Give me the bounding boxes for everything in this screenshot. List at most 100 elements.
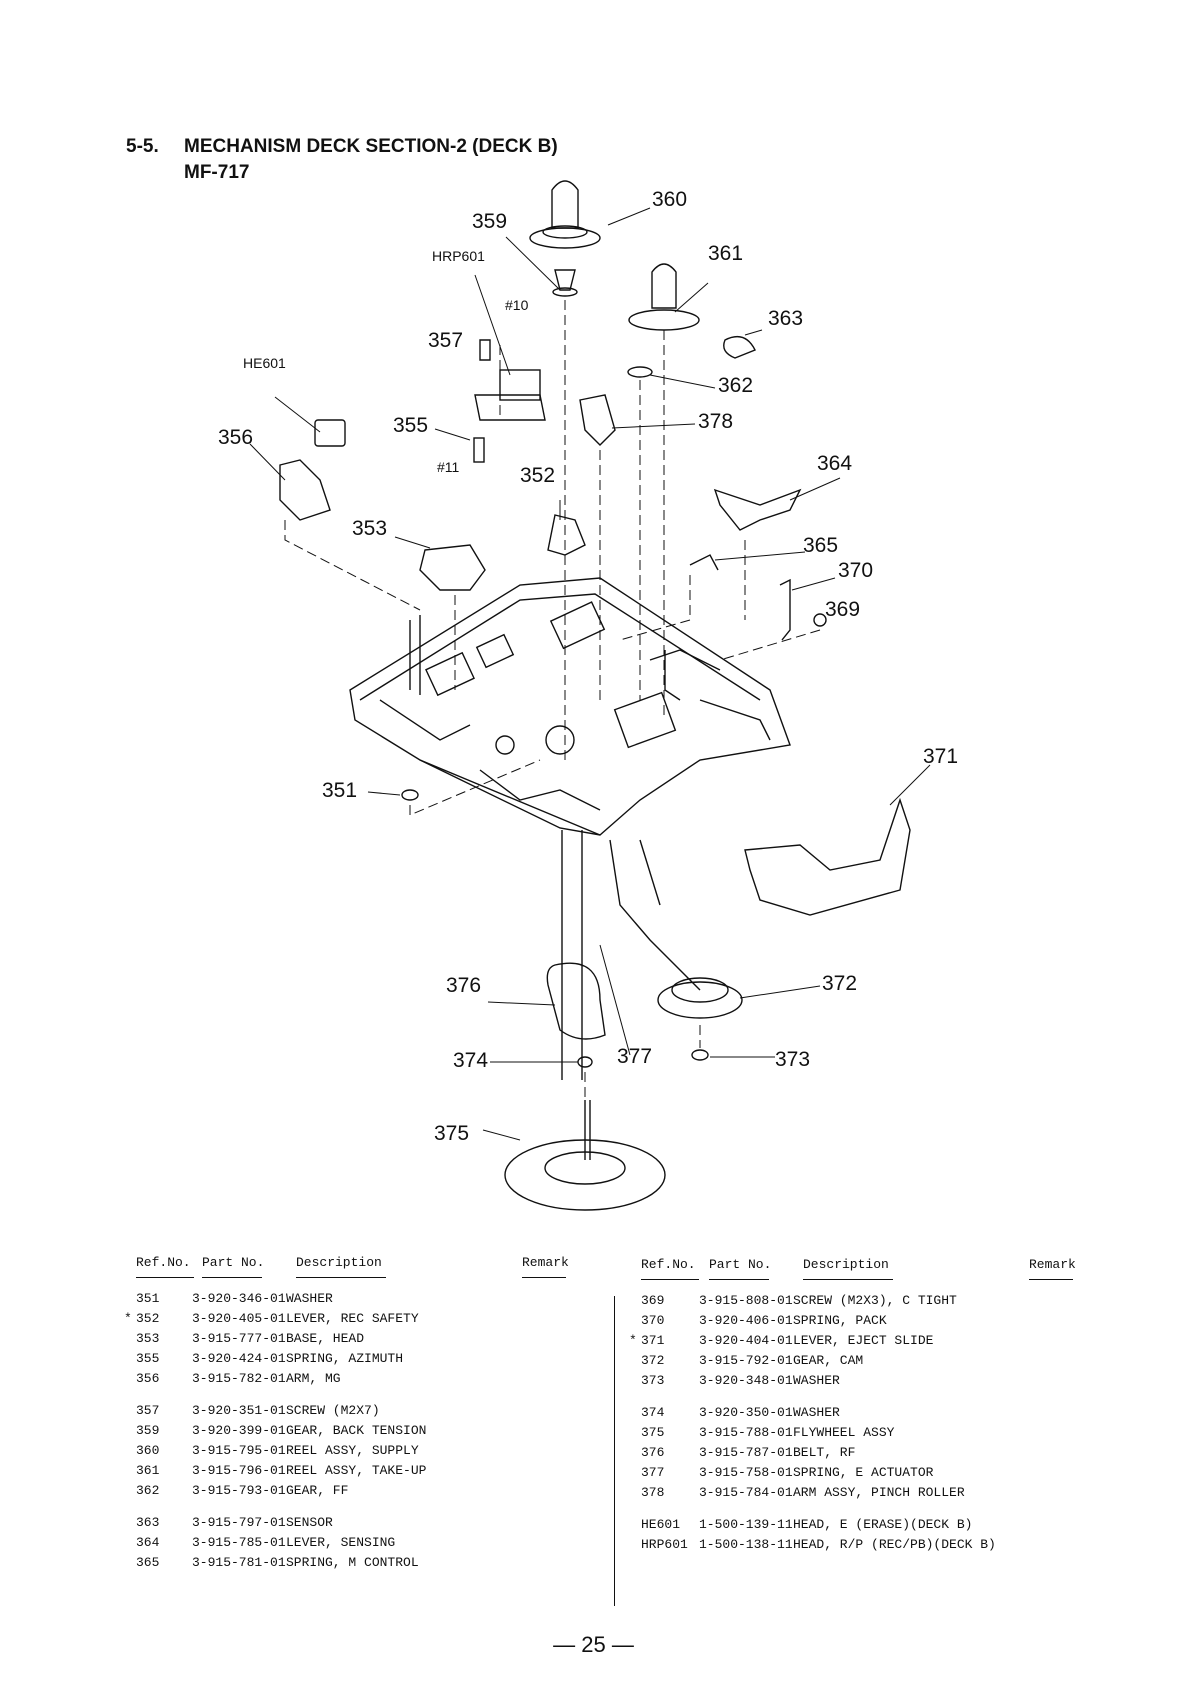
- header-ref: Ref.No.: [641, 1257, 696, 1272]
- ref-number: HE601: [641, 1517, 681, 1532]
- callout-hrp601: HRP601: [432, 248, 485, 264]
- sensor-363: [723, 336, 756, 359]
- chassis-outline: [349, 577, 791, 836]
- part-description: SPRING, M CONTROL: [286, 1555, 419, 1570]
- pinch-roller-arm-378: [579, 394, 616, 446]
- callout-363: 363: [768, 307, 803, 330]
- spring-pack-370: [779, 578, 791, 641]
- gear-back-tension-359: [554, 269, 576, 291]
- part-number: 3-920-406-01: [699, 1313, 793, 1328]
- ref-number: 363: [136, 1515, 160, 1530]
- callout-377: 377: [617, 1045, 652, 1068]
- part-number: 3-915-758-01: [699, 1465, 793, 1480]
- ref-number: 364: [136, 1535, 160, 1550]
- part-number: 3-915-781-01: [192, 1555, 286, 1570]
- part-number: 3-920-424-01: [192, 1351, 286, 1366]
- part-number: 1-500-138-11: [699, 1537, 793, 1552]
- part-number: 3-915-797-01: [192, 1515, 286, 1530]
- part-description: LEVER, SENSING: [286, 1535, 396, 1550]
- ref-number: 373: [641, 1373, 665, 1388]
- part-description: BELT, RF: [793, 1445, 856, 1460]
- part-description: LEVER, EJECT SLIDE: [793, 1333, 934, 1348]
- ref-number: 356: [136, 1371, 160, 1386]
- callout-357: 357: [428, 329, 463, 352]
- screw-357: [479, 339, 491, 361]
- part-description: WASHER: [793, 1405, 840, 1420]
- callout-376: 376: [446, 974, 481, 997]
- ref-number: 360: [136, 1443, 160, 1458]
- section-number: 5-5.: [126, 136, 159, 157]
- spring-azimuth-355: [473, 437, 485, 463]
- part-number: 3-915-808-01: [699, 1293, 793, 1308]
- ref-number: 361: [136, 1463, 160, 1478]
- ref-number: 375: [641, 1425, 665, 1440]
- part-description: GEAR, FF: [286, 1483, 349, 1498]
- ref-number: 370: [641, 1313, 665, 1328]
- callout-374: 374: [453, 1049, 488, 1072]
- part-number: 3-915-787-01: [699, 1445, 793, 1460]
- callout-356: 356: [218, 426, 253, 449]
- part-description: HEAD, E (ERASE)(DECK B): [793, 1517, 973, 1532]
- callout-359: 359: [472, 210, 507, 233]
- ref-number: 359: [136, 1423, 160, 1438]
- part-number: 3-920-346-01: [192, 1291, 286, 1306]
- part-number: 3-920-399-01: [192, 1423, 286, 1438]
- part-description: ARM ASSY, PINCH ROLLER: [793, 1485, 965, 1500]
- new-part-mark: *: [629, 1333, 637, 1348]
- head-erase-he601: [314, 419, 346, 447]
- ref-number: 372: [641, 1353, 665, 1368]
- exploded-view-diagram: 360 359 HRP601 361 #10 363 357 HE601 362…: [218, 180, 958, 1211]
- part-description: FLYWHEEL ASSY: [793, 1425, 895, 1440]
- header-underline: [1029, 1279, 1073, 1280]
- part-number: 3-915-784-01: [699, 1485, 793, 1500]
- washer-373: [691, 1049, 709, 1061]
- new-part-mark: *: [124, 1311, 132, 1326]
- ref-number: 355: [136, 1351, 160, 1366]
- part-description: HEAD, R/P (REC/PB)(DECK B): [793, 1537, 996, 1552]
- part-number: 3-920-348-01: [699, 1373, 793, 1388]
- screw-369: [813, 613, 827, 627]
- callout-372: 372: [822, 972, 857, 995]
- header-part: Part No.: [709, 1257, 772, 1272]
- part-number: 3-915-793-01: [192, 1483, 286, 1498]
- part-number: 3-915-792-01: [699, 1353, 793, 1368]
- part-description: ARM, MG: [286, 1371, 341, 1386]
- part-description: WASHER: [286, 1291, 333, 1306]
- header-underline: [136, 1277, 194, 1278]
- ref-number: 376: [641, 1445, 665, 1460]
- section-title-block: 5-5. MECHANISM DECK SECTION-2 (DECK B) MF…: [126, 134, 558, 186]
- part-description: REEL ASSY, TAKE-UP: [286, 1463, 427, 1478]
- washer-351: [401, 789, 419, 801]
- header-part: Part No.: [202, 1255, 265, 1270]
- gear-ff-362: [627, 366, 653, 378]
- part-description: SENSOR: [286, 1515, 333, 1530]
- part-number: 3-920-405-01: [192, 1311, 286, 1326]
- part-description: GEAR, BACK TENSION: [286, 1423, 427, 1438]
- callout-352: 352: [520, 464, 555, 487]
- ref-number: 362: [136, 1483, 160, 1498]
- callout-351: 351: [322, 779, 357, 802]
- part-number: 3-915-782-01: [192, 1371, 286, 1386]
- ref-number: 353: [136, 1331, 160, 1346]
- model-number: MF-717: [184, 162, 250, 183]
- ref-number: 377: [641, 1465, 665, 1480]
- section-title: MECHANISM DECK SECTION-2 (DECK B): [184, 136, 558, 157]
- header-remark: Remark: [1029, 1257, 1076, 1272]
- part-number: 3-915-795-01: [192, 1443, 286, 1458]
- part-description: LEVER, REC SAFETY: [286, 1311, 419, 1326]
- callout-378: 378: [698, 410, 733, 433]
- callout-361: 361: [708, 242, 743, 265]
- callout-369: 369: [825, 598, 860, 621]
- ref-number: 374: [641, 1405, 665, 1420]
- part-number: 1-500-139-11: [699, 1517, 793, 1532]
- base-head-353: [419, 544, 486, 591]
- callout-353: 353: [352, 517, 387, 540]
- part-description: SCREW (M2X3), C TIGHT: [793, 1293, 957, 1308]
- header-remark: Remark: [522, 1255, 569, 1270]
- ref-number: HRP601: [641, 1537, 688, 1552]
- header-ref: Ref.No.: [136, 1255, 191, 1270]
- part-description: BASE, HEAD: [286, 1331, 365, 1346]
- reel-supply-360: [551, 180, 579, 229]
